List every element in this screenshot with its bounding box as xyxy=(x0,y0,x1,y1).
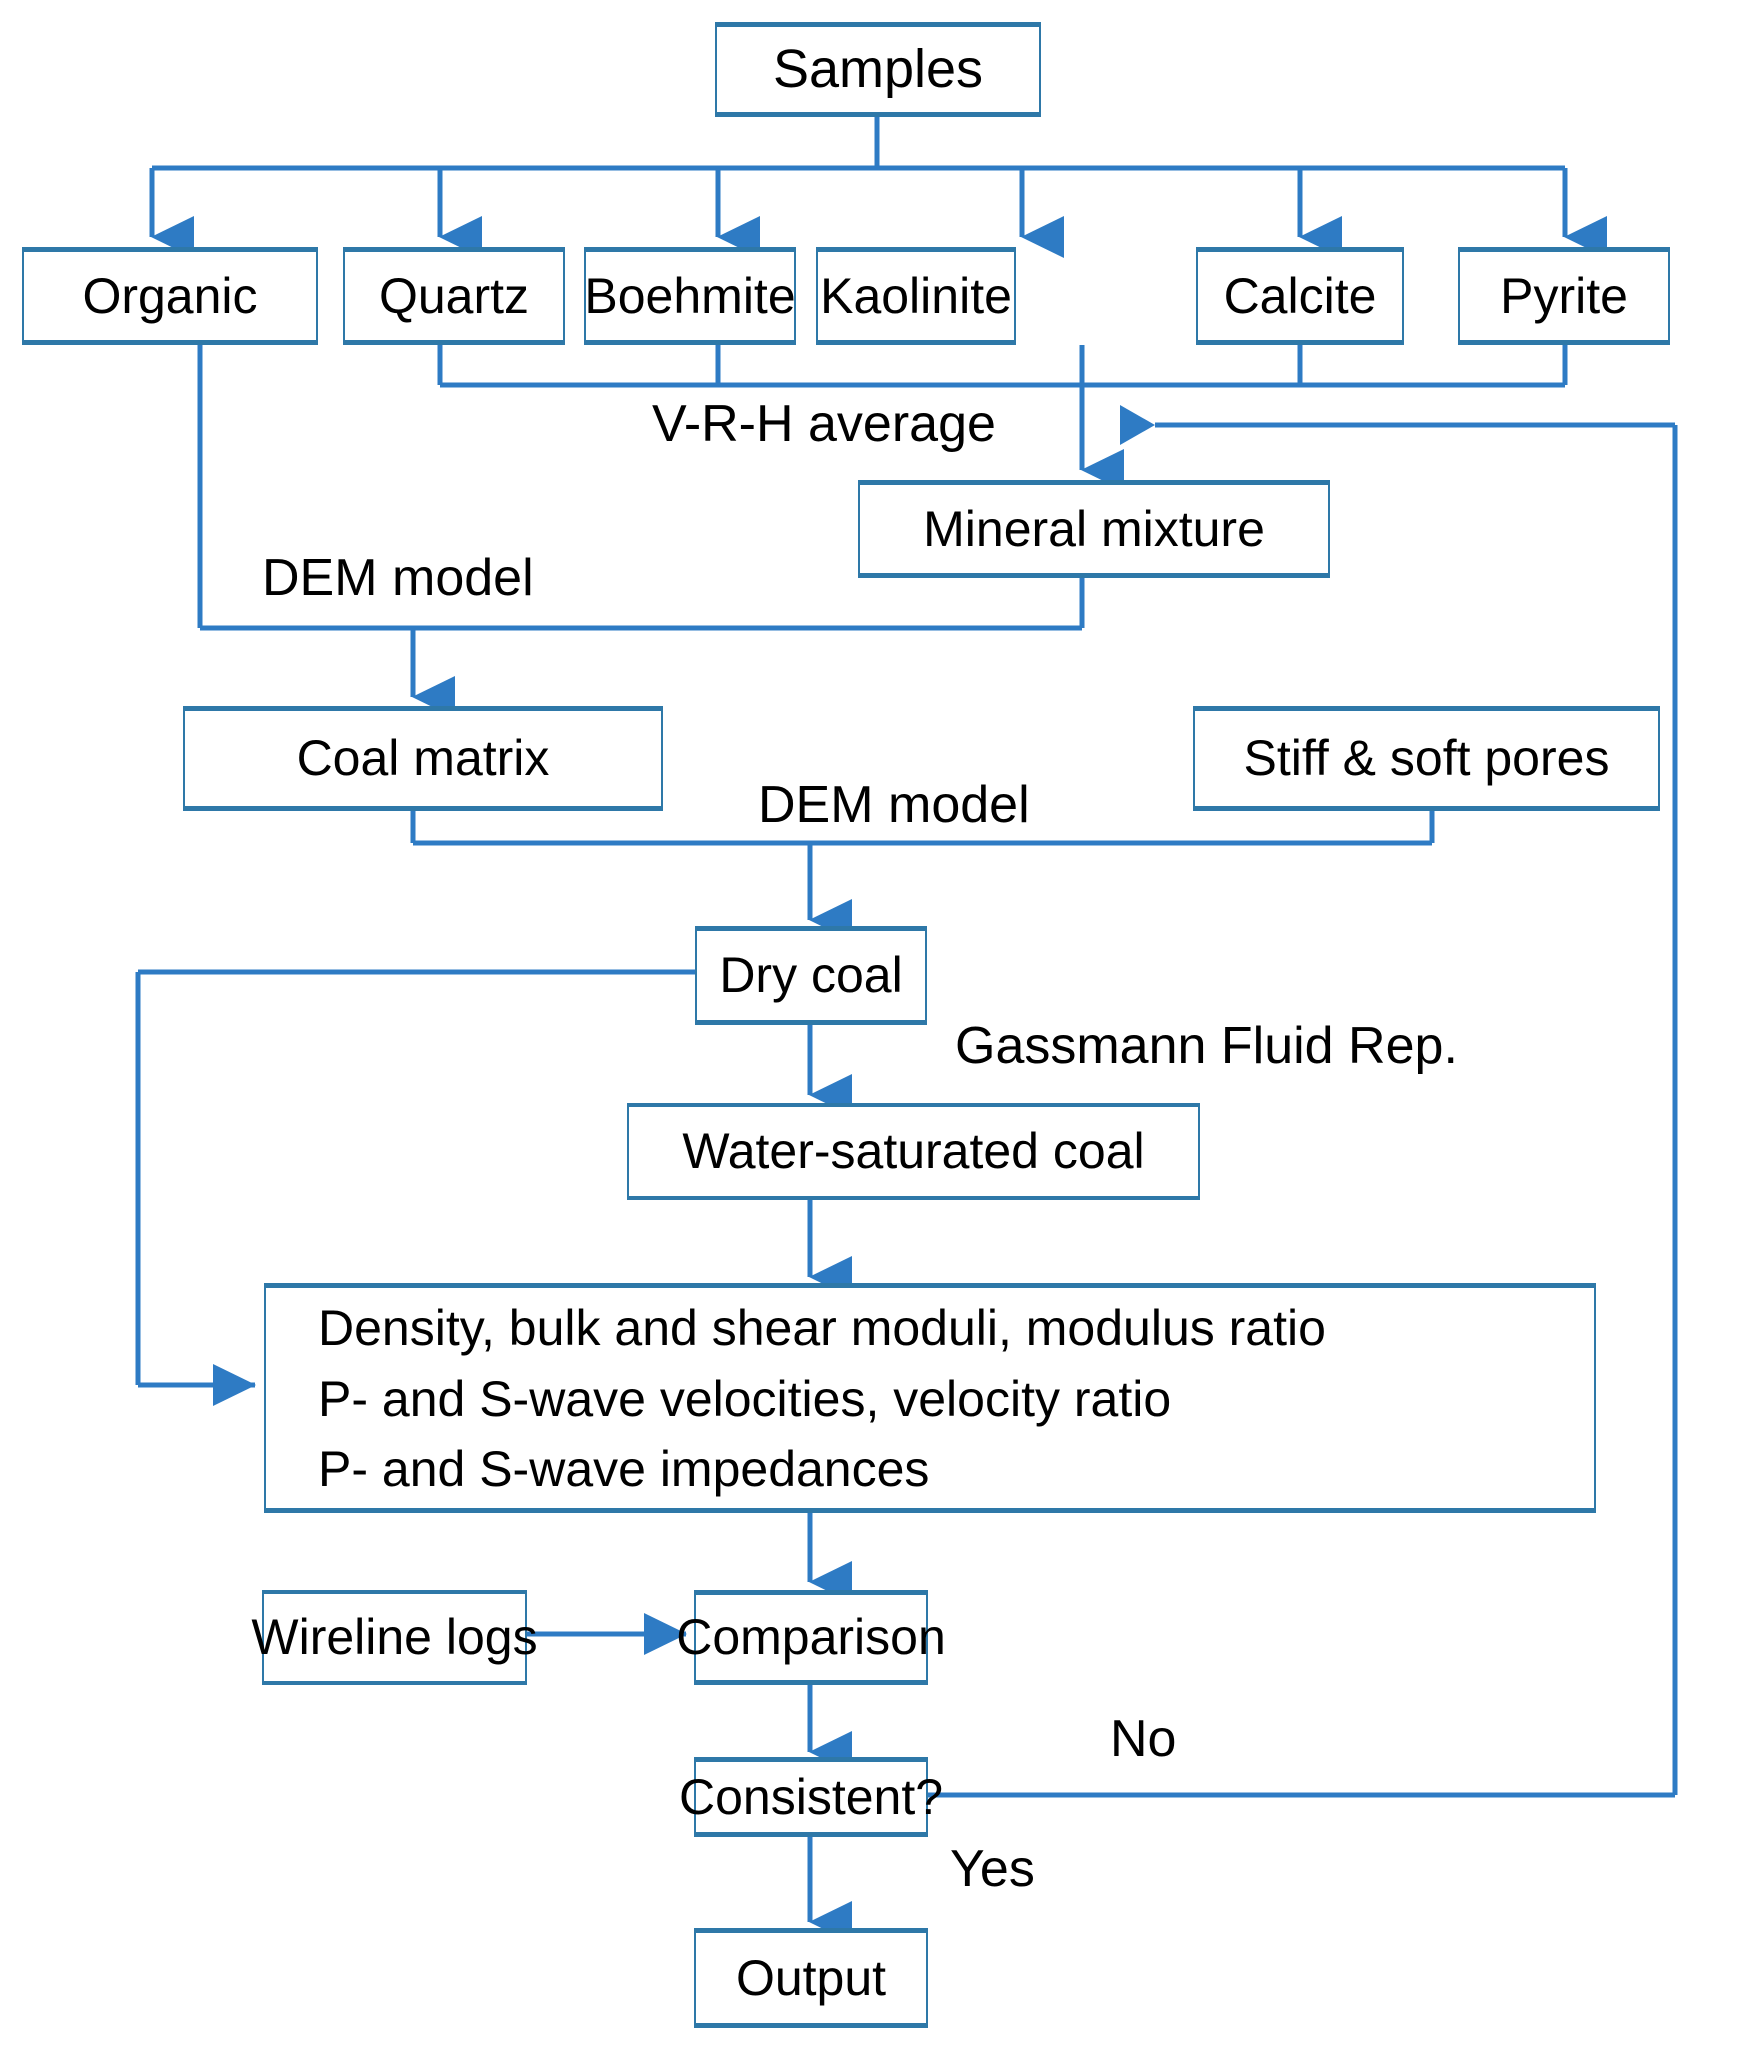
properties-line-3: P- and S-wave impedances xyxy=(318,1441,930,1497)
node-boehmite[interactable]: Boehmite xyxy=(584,247,796,345)
edge-label-dem-model-mid: DEM model xyxy=(758,776,1030,834)
node-properties[interactable]: Density, bulk and shear moduli, modulus … xyxy=(264,1283,1596,1513)
node-kaolinite-label: Kaolinite xyxy=(820,267,1012,324)
properties-line-2: P- and S-wave velocities, velocity ratio xyxy=(318,1370,1172,1427)
node-coal-matrix[interactable]: Coal matrix xyxy=(183,706,663,811)
node-stiff-soft-pores[interactable]: Stiff & soft pores xyxy=(1193,706,1660,811)
node-consistent-label: Consistent? xyxy=(678,1768,944,1825)
node-dry-coal-label: Dry coal xyxy=(719,947,903,1004)
node-samples[interactable]: Samples xyxy=(715,22,1041,117)
edge-label-vrh-average: V-R-H average xyxy=(652,395,996,453)
node-consistent[interactable]: Consistent? xyxy=(679,1757,943,1837)
edge-label-dem-model-top: DEM model xyxy=(262,549,534,607)
node-mineral-mixture-label: Mineral mixture xyxy=(923,500,1265,557)
node-calcite-label: Calcite xyxy=(1223,267,1377,324)
node-quartz[interactable]: Quartz xyxy=(343,247,565,345)
node-boehmite-label: Boehmite xyxy=(584,267,796,324)
properties-line-1: Density, bulk and shear moduli, modulus … xyxy=(318,1300,1326,1356)
node-organic[interactable]: Organic xyxy=(22,247,318,345)
node-dry-coal[interactable]: Dry coal xyxy=(695,926,927,1025)
node-coal-matrix-label: Coal matrix xyxy=(296,730,550,787)
edge-label-gassmann: Gassmann Fluid Rep. xyxy=(955,1017,1458,1075)
node-mineral-mixture[interactable]: Mineral mixture xyxy=(858,480,1330,578)
node-stiff-soft-pores-label: Stiff & soft pores xyxy=(1243,730,1610,787)
node-quartz-label: Quartz xyxy=(378,267,530,324)
node-calcite[interactable]: Calcite xyxy=(1196,247,1404,345)
node-organic-label: Organic xyxy=(82,267,258,324)
node-wireline-logs-label: Wireline logs xyxy=(251,1609,538,1666)
node-output-label: Output xyxy=(735,1949,887,2006)
node-output[interactable]: Output xyxy=(694,1928,928,2028)
arrowhead-feedback-into-vrh xyxy=(1120,405,1155,445)
node-pyrite[interactable]: Pyrite xyxy=(1458,247,1670,345)
node-pyrite-label: Pyrite xyxy=(1500,267,1628,324)
node-comparison-label: Comparison xyxy=(676,1609,946,1666)
node-kaolinite[interactable]: Kaolinite xyxy=(816,247,1016,345)
edge-label-yes: Yes xyxy=(950,1840,1035,1898)
node-comparison[interactable]: Comparison xyxy=(676,1590,946,1685)
node-water-saturated-coal[interactable]: Water-saturated coal xyxy=(627,1103,1200,1200)
node-water-saturated-coal-label: Water-saturated coal xyxy=(682,1123,1145,1180)
node-samples-label: Samples xyxy=(772,39,984,100)
node-wireline-logs[interactable]: Wireline logs xyxy=(251,1590,538,1685)
edge-label-no: No xyxy=(1110,1710,1177,1768)
